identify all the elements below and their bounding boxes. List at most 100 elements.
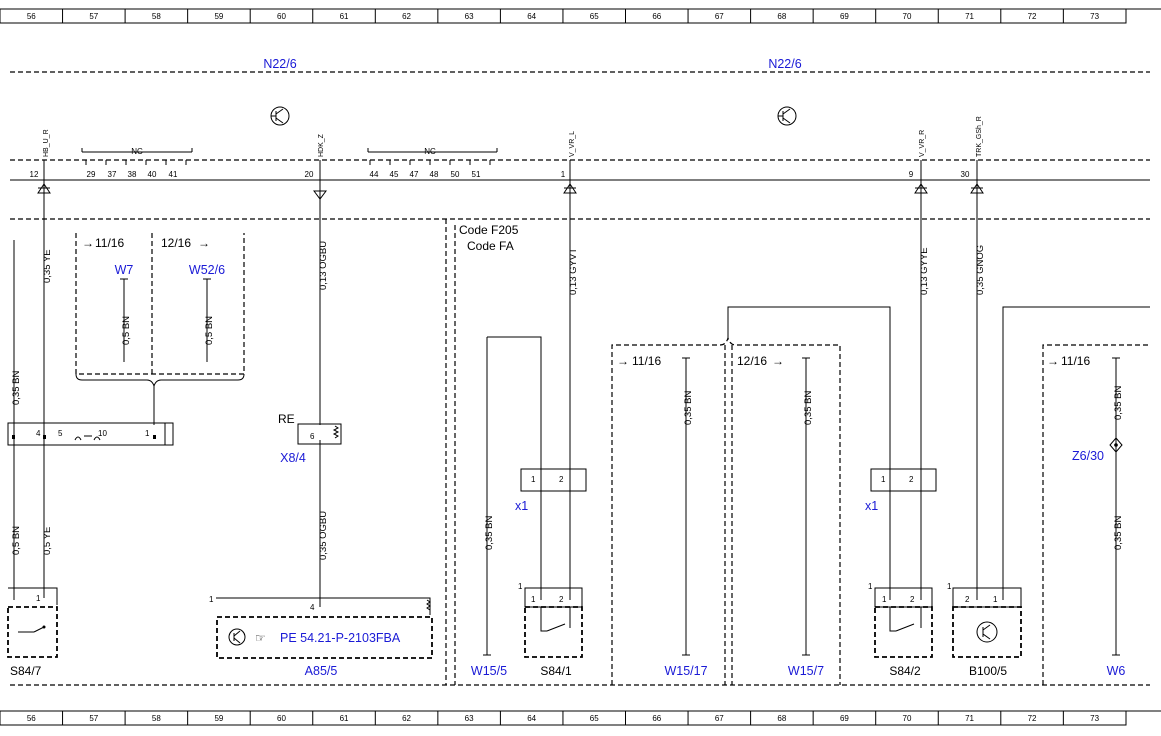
pin-number: 20: [305, 170, 314, 179]
nc-bracket: NC: [367, 147, 498, 156]
svg-text:0,35 BN: 0,35 BN: [1113, 516, 1124, 550]
grid-column-label: 64: [527, 714, 536, 723]
wire-label: 0,35 BN: [11, 371, 22, 405]
svg-text:0,35 BN: 0,35 BN: [484, 516, 495, 550]
svg-text:Code F205: Code F205: [459, 223, 519, 237]
signal-name: V_VR_L: [569, 131, 576, 157]
svg-text:NC: NC: [131, 147, 143, 156]
svg-text:2: 2: [559, 595, 564, 604]
component-s84-1: S84/1: [540, 664, 572, 678]
wire-label: 0,5 BN: [11, 526, 22, 555]
wire-label: 0,13 GYVT: [568, 248, 579, 295]
wire-label: 0,35 YE: [42, 249, 53, 283]
x8-4-connector: RE 6 X8/4: [278, 412, 342, 465]
component-w6: W6: [1107, 664, 1126, 678]
w15-5-ground: 0,35 BN W15/5: [471, 336, 542, 678]
svg-text:6: 6: [310, 432, 315, 441]
svg-text:2: 2: [965, 595, 970, 604]
grid-column-label: 69: [840, 714, 849, 723]
ref-label: 12/16: [161, 236, 191, 250]
pin-number: 38: [128, 170, 137, 179]
connector-pins: 12 29 37 38 40 41 20 44 45 47 48 50 51 1…: [30, 170, 970, 179]
grid-column-label: 69: [840, 12, 849, 21]
component-s84-2: S84/2: [889, 664, 921, 678]
grid-column-label: 57: [89, 12, 98, 21]
grid-column-label: 72: [1028, 12, 1037, 21]
svg-text:1: 1: [531, 595, 536, 604]
component-b100-5: B100/5: [969, 664, 1007, 678]
pin-number: 30: [961, 170, 970, 179]
grid-column-label: 56: [27, 714, 36, 723]
grid-column-label: 68: [777, 12, 786, 21]
component-x8-4: X8/4: [280, 451, 306, 465]
pin-number: 29: [87, 170, 96, 179]
svg-text:12/16: 12/16: [737, 354, 767, 368]
grid-column-label: 60: [277, 12, 286, 21]
pin-number: 9: [909, 170, 914, 179]
svg-text:Code FA: Code FA: [467, 239, 514, 253]
bridge-connector: 4 5 10 1: [7, 422, 174, 446]
component-w15-5: W15/5: [471, 664, 507, 678]
svg-text:RE: RE: [278, 412, 295, 426]
ground-ref-block: → 11/16 12/16 → W7 W52/6 0,5 BN 0,5 BN: [75, 233, 245, 425]
x1-connector-right: 1 2 x1: [865, 468, 937, 513]
svg-text:11/16: 11/16: [1061, 354, 1090, 368]
svg-text:1: 1: [36, 594, 41, 603]
svg-text:→: →: [1047, 354, 1059, 368]
s84-2-switch: 1 1 2 S84/2: [868, 582, 933, 678]
svg-text:1: 1: [868, 582, 873, 591]
grid-column-label: 67: [715, 12, 724, 21]
right-ground-frame: → 11/16 0,35 BN 0,35 BN Z6/30 W6: [1042, 344, 1150, 685]
grid-column-label: 70: [903, 714, 912, 723]
pe-reference-link[interactable]: PE 54.21-P-2103FBA: [280, 631, 401, 645]
svg-text:1: 1: [881, 475, 886, 484]
svg-text:4: 4: [310, 603, 315, 612]
pointing-hand-icon: ☞: [255, 631, 266, 645]
svg-text:1: 1: [145, 429, 150, 438]
svg-text:→: →: [617, 354, 629, 368]
grid-column-label: 73: [1090, 12, 1099, 21]
pin-number: 41: [169, 170, 178, 179]
wire-label: 0,5 YE: [42, 527, 53, 555]
pin-number: 47: [410, 170, 419, 179]
component-w52-6: W52/6: [189, 263, 225, 277]
wires: [13, 170, 978, 607]
ref-arrow: →: [198, 236, 210, 250]
svg-text:0,35 BN: 0,35 BN: [803, 391, 814, 425]
component-w15-7: W15/7: [788, 664, 824, 678]
a85-5-module: 1 4 ☞ PE 54.21-P-2103FBA A85/5: [209, 595, 433, 678]
component-w7: W7: [115, 263, 134, 277]
transistor-icon: [976, 621, 998, 643]
svg-text:10: 10: [98, 429, 107, 438]
signal-name: HB_U_R: [43, 129, 50, 157]
pin-number: 51: [472, 170, 481, 179]
grid-column-label: 56: [27, 12, 36, 21]
grid-column-label: 71: [965, 714, 974, 723]
pin-number: 12: [30, 170, 39, 179]
ground-ref-frame: → 11/16 12/16 → 0,35 BN 0,35 BN W15/17 W…: [611, 306, 891, 685]
pin-number: 40: [148, 170, 157, 179]
grid-column-label: 65: [590, 12, 599, 21]
grid-column-label: 61: [340, 12, 349, 21]
transistor-icon: [270, 106, 290, 126]
signal-name: TRK_GSh_R: [976, 116, 983, 157]
signal-name: HDK_Z: [318, 133, 325, 157]
grid-column-label: 63: [465, 12, 474, 21]
grid-column-label: 57: [89, 714, 98, 723]
pin-number: 48: [430, 170, 439, 179]
component-z6-30: Z6/30: [1072, 449, 1104, 463]
component-s84-7: S84/7: [10, 664, 42, 678]
svg-text:0,35 BN: 0,35 BN: [1113, 386, 1124, 420]
grid-column-label: 58: [152, 12, 161, 21]
pin-number: 50: [451, 170, 460, 179]
svg-text:0,5 BN: 0,5 BN: [121, 316, 132, 345]
grid-column-label: 73: [1090, 714, 1099, 723]
grid-column-label: 62: [402, 12, 411, 21]
grid-column-label: 70: [903, 12, 912, 21]
grid-column-label: 62: [402, 714, 411, 723]
grid-column-label: 68: [777, 714, 786, 723]
pin-number: 1: [561, 170, 566, 179]
grid-column-label: 71: [965, 12, 974, 21]
